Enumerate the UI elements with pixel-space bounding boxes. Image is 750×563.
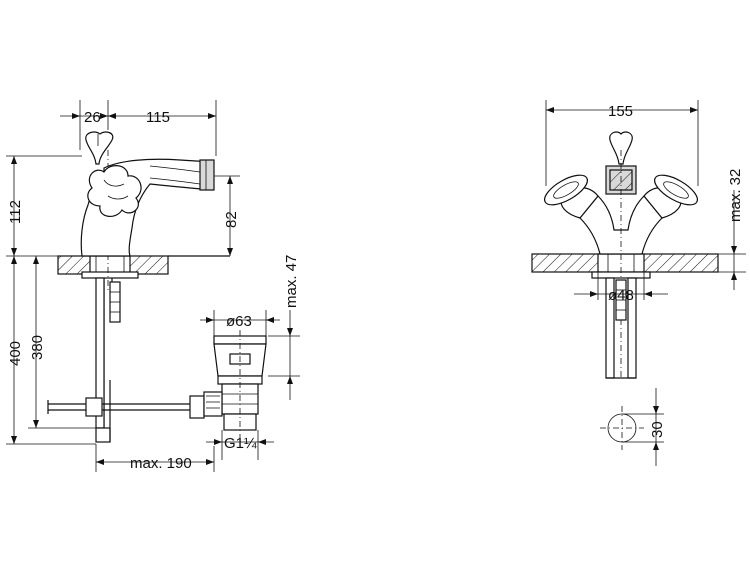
handle-knob-side	[87, 165, 142, 217]
faucet-body-front	[579, 195, 663, 255]
right-handle-front	[643, 174, 698, 219]
mounting-hole-view	[600, 406, 644, 450]
dim-155: 155	[608, 103, 633, 120]
left-handle-front	[544, 174, 599, 219]
dim-max190: max. 190	[130, 455, 192, 472]
dim-82: 82	[223, 211, 240, 228]
dim-115: 115	[146, 109, 170, 126]
popup-knob-side	[85, 131, 114, 165]
front-view: 155 max. 32 ø48 30	[531, 100, 746, 466]
dim-phi63: ø63	[226, 313, 252, 330]
dim-400: 400	[7, 341, 24, 366]
dim-max32: max. 32	[727, 169, 744, 222]
dim-phi48: ø48	[608, 287, 634, 304]
dim-112: 112	[7, 200, 24, 224]
side-view: 26 115 112 82 400 380 ø63	[6, 100, 300, 472]
waste-fitting	[203, 330, 267, 440]
dim-G114: G1¼	[224, 435, 257, 452]
dim-26: 26	[84, 109, 101, 126]
dim-30: 30	[649, 421, 666, 438]
dim-max47: max. 47	[283, 255, 300, 308]
dim-380: 380	[29, 335, 46, 360]
popup-knob-front	[609, 131, 633, 165]
